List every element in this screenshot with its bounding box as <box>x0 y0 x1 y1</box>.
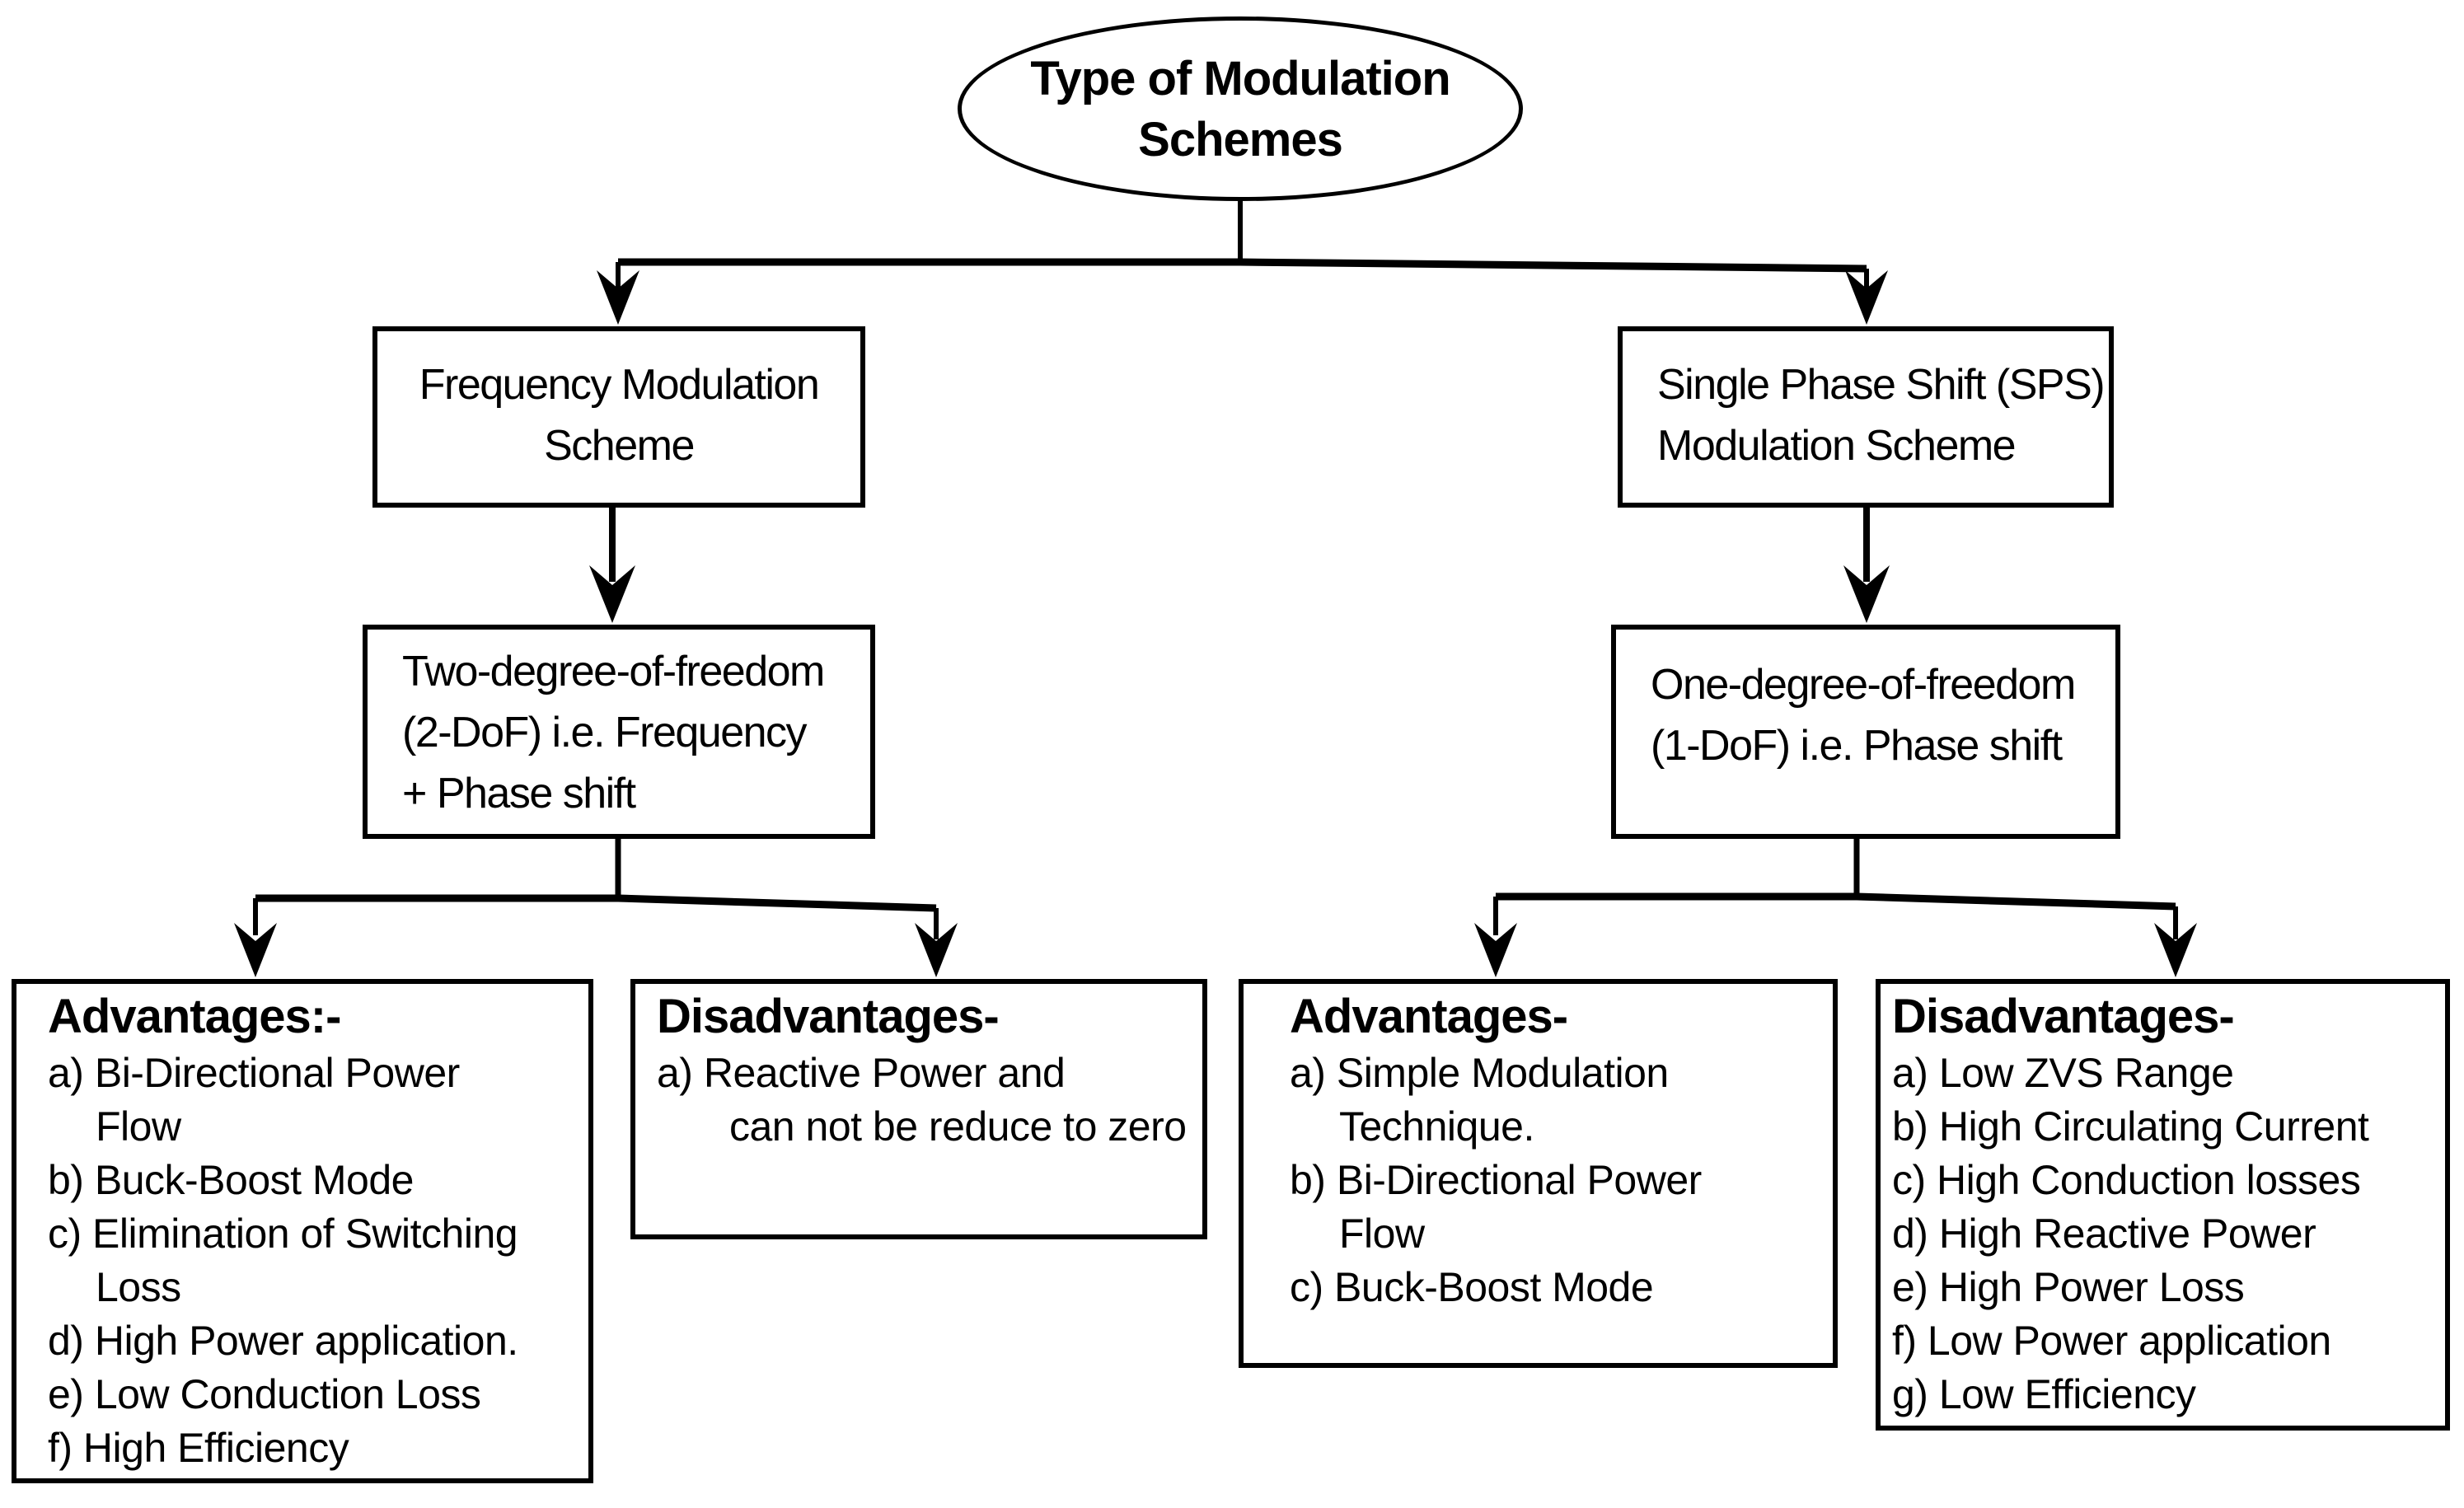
list-item-continuation: Loss <box>96 1264 181 1310</box>
disadvantages-left-box: Disadvantages- a) Reactive Power and can … <box>630 979 1207 1239</box>
disadvantages-left-heading: Disadvantages- <box>657 990 1000 1043</box>
list-item: f) Low Power application <box>1892 1318 2331 1364</box>
frequency-scheme-line1: Frequency Modulation <box>419 361 820 409</box>
arrowhead-to-sps-box <box>1845 270 1888 325</box>
connector-2dof-to-lists <box>234 839 958 977</box>
list-item: g) Low Efficiency <box>1892 1371 2196 1417</box>
arrowhead-to-disadvantages-right <box>2154 923 2197 977</box>
arrowhead-to-frequency-box <box>597 270 639 325</box>
advantages-left-heading: Advantages:- <box>48 990 341 1043</box>
1dof-branch-line <box>1496 892 2176 911</box>
two-dof-line3: + Phase shift <box>402 770 636 817</box>
frequency-modulation-scheme-box: Frequency Modulation Scheme <box>372 326 865 508</box>
connector-root-to-schemes <box>597 199 1888 325</box>
list-item: f) High Efficiency <box>48 1425 349 1471</box>
root-node-type-of-modulation-schemes: Type of Modulation Schemes <box>958 16 1523 201</box>
arrowhead-to-advantages-right <box>1474 923 1517 977</box>
2dof-branch-line <box>255 894 937 912</box>
list-item: c) High Conduction losses <box>1892 1157 2361 1203</box>
list-item: c) Buck-Boost Mode <box>1290 1264 1654 1310</box>
list-item-continuation: can not be reduce to zero <box>729 1103 1187 1150</box>
sps-scheme-line2: Modulation Scheme <box>1657 422 2017 470</box>
advantages-right-heading: Advantages- <box>1290 990 1568 1043</box>
one-dof-line1: One-degree-of-freedom <box>1651 661 2076 709</box>
list-item-continuation: Flow <box>96 1103 181 1150</box>
disadvantages-right-items: a) Low ZVS Range b) High Circulating Curr… <box>1892 1047 2445 1421</box>
root-title-line1: Type of Modulation <box>1030 52 1450 105</box>
root-title-line2: Schemes <box>1138 113 1343 166</box>
top-branch-line <box>618 258 1867 273</box>
list-item: a) Reactive Power and <box>657 1050 1066 1096</box>
sps-modulation-scheme-box: Single Phase Shift (SPS) Modulation Sche… <box>1618 326 2114 508</box>
list-item: d) High Reactive Power <box>1892 1211 2316 1257</box>
sps-scheme-line1: Single Phase Shift (SPS) <box>1657 361 2106 409</box>
list-item: a) Low ZVS Range <box>1892 1050 2234 1096</box>
disadvantages-right-box: Disadvantages- a) Low ZVS Range b) High C… <box>1876 979 2450 1431</box>
two-dof-line2: (2-DoF) i.e. Frequency <box>402 709 808 756</box>
list-item: b) Bi-Directional Power <box>1290 1157 1702 1203</box>
arrowhead-to-disadvantages-left <box>915 923 958 977</box>
list-item: e) Low Conduction Loss <box>48 1371 481 1417</box>
one-dof-box: One-degree-of-freedom (1-DoF) i.e. Phase… <box>1611 625 2120 839</box>
arrowhead-to-2dof-box <box>589 565 635 623</box>
connector-sps-to-1dof <box>1843 508 1890 623</box>
list-item: d) High Power application. <box>48 1318 518 1364</box>
list-item: e) High Power Loss <box>1892 1264 2245 1310</box>
list-item: a) Bi-Directional Power <box>48 1050 460 1096</box>
connector-1dof-to-lists <box>1474 839 2197 977</box>
frequency-scheme-line2: Scheme <box>544 422 695 470</box>
list-item: b) High Circulating Current <box>1892 1103 2369 1150</box>
list-item-continuation: Flow <box>1339 1211 1425 1257</box>
two-dof-box: Two-degree-of-freedom (2-DoF) i.e. Frequ… <box>363 625 875 839</box>
disadvantages-left-items: a) Reactive Power and can not be reduce t… <box>657 1047 1202 1154</box>
arrowhead-to-advantages-left <box>234 923 277 977</box>
list-item-continuation: Technique. <box>1339 1103 1534 1150</box>
connector-frequency-to-2dof <box>589 508 635 623</box>
list-item: a) Simple Modulation <box>1290 1050 1669 1096</box>
two-dof-line1: Two-degree-of-freedom <box>402 648 825 695</box>
list-item: c) Elimination of Switching <box>48 1211 518 1257</box>
one-dof-line2: (1-DoF) i.e. Phase shift <box>1651 722 2063 770</box>
list-item: b) Buck-Boost Mode <box>48 1157 414 1203</box>
arrowhead-to-1dof-box <box>1843 565 1890 623</box>
disadvantages-right-heading: Disadvantages- <box>1892 990 2235 1043</box>
